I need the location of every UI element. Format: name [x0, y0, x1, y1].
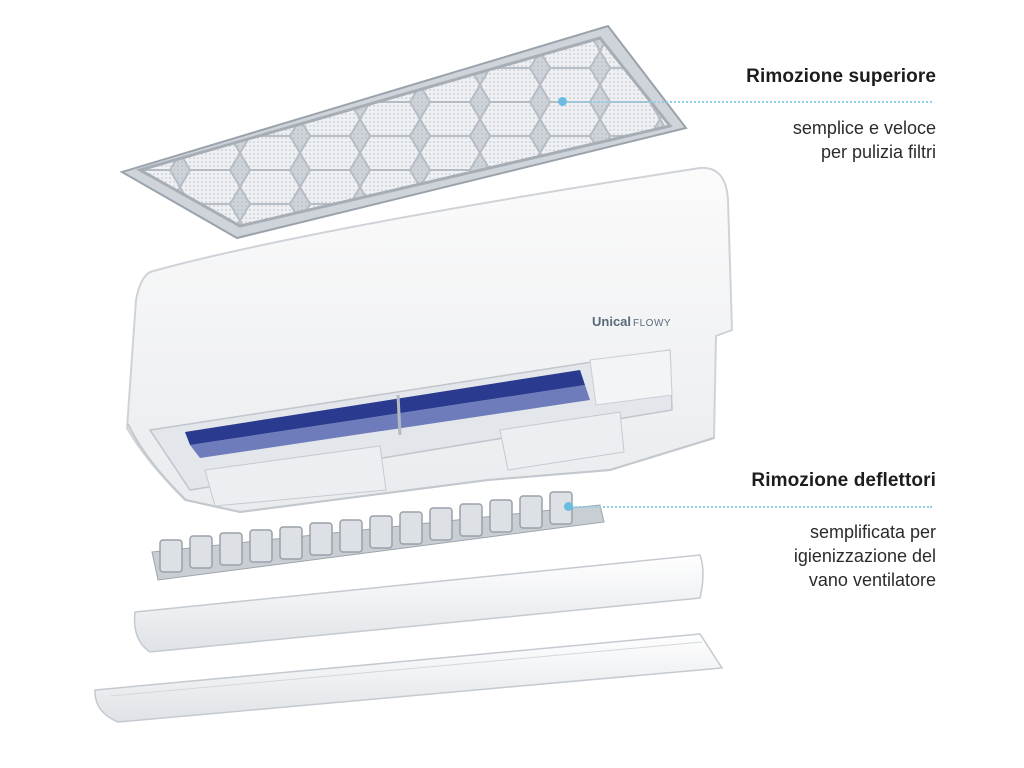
leader-line-bottom — [572, 506, 932, 508]
callout-description: semplificata per igienizzazione del vano… — [751, 520, 936, 592]
callout-desc-line: per pulizia filtri — [820, 142, 936, 162]
leader-line-top — [566, 101, 932, 103]
callout-deflector-removal: Rimozione deflettori semplificata per ig… — [751, 470, 936, 592]
callout-desc-line: semplificata per — [809, 522, 936, 542]
model-name: FLOWY — [633, 318, 672, 329]
callout-title: Rimozione deflettori — [751, 470, 936, 491]
callout-desc-line: semplice e veloce — [792, 118, 936, 138]
callout-top-removal: Rimozione superiore semplice e veloce pe… — [746, 66, 936, 164]
callout-title: Rimozione superiore — [746, 66, 936, 87]
callout-desc-line: igienizzazione del — [793, 546, 936, 566]
top-filter-panel — [119, 24, 688, 240]
leader-dot-bottom — [564, 502, 573, 511]
leader-dot-top — [558, 97, 567, 106]
callout-desc-line: vano ventilatore — [808, 570, 936, 590]
callout-description: semplice e veloce per pulizia filtri — [746, 116, 936, 164]
vertical-deflectors — [151, 491, 605, 581]
upper-flap — [133, 554, 704, 653]
lower-flap — [94, 633, 724, 723]
indoor-unit-body — [125, 166, 734, 514]
brand-name: Unical — [592, 314, 632, 329]
